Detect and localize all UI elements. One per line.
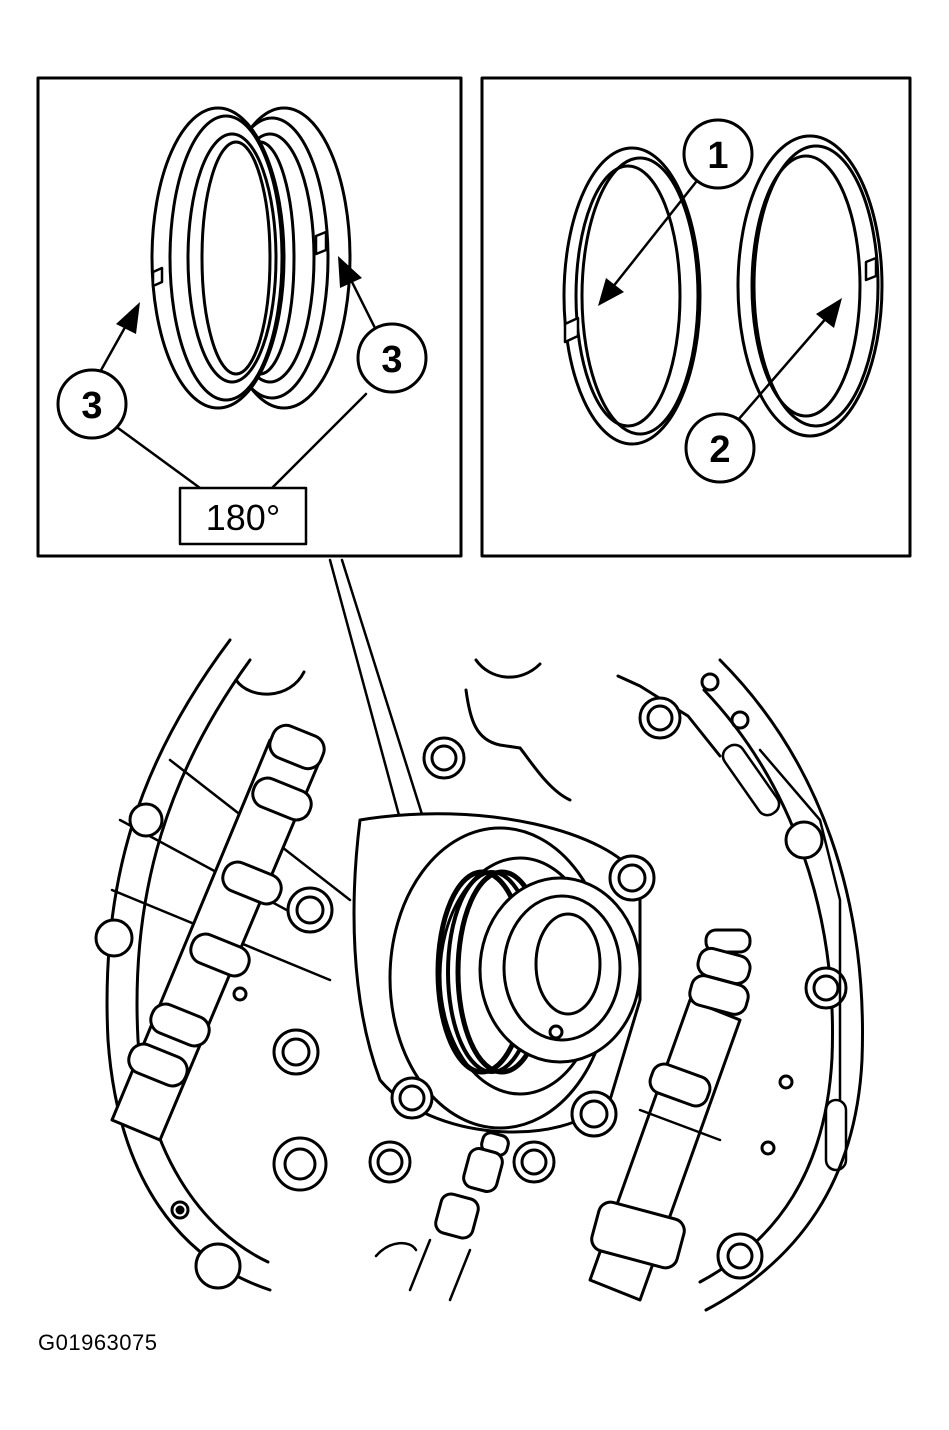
seal-ring-1	[562, 146, 702, 446]
angle-label: 180°	[206, 497, 280, 538]
callout-1-label: 1	[707, 135, 728, 177]
left-inset-panel: 3 3 180°	[36, 76, 463, 558]
seal-ring-front	[150, 106, 286, 410]
arrow-right-3	[338, 256, 380, 336]
valve-spool-right	[588, 928, 752, 1302]
valve-spool-left	[110, 723, 326, 1142]
pump-hub	[352, 812, 642, 1134]
ring-gap-right	[314, 230, 328, 256]
arrow-left-3	[98, 302, 140, 374]
arrow-2	[736, 298, 842, 422]
leader-line-left	[116, 426, 202, 490]
plunger-lower	[374, 1131, 510, 1302]
callout-1: 1	[682, 118, 754, 190]
arrow-1	[598, 180, 698, 306]
figure-id: G01963075	[38, 1330, 158, 1355]
callout-3-right-label: 3	[381, 339, 402, 381]
pump-assembly	[94, 638, 864, 1312]
callout-2-label: 2	[709, 429, 730, 471]
plate-slots	[721, 743, 848, 1172]
leader-line-right	[270, 392, 368, 490]
seal-ring-2	[736, 134, 884, 438]
pump-bolts	[94, 672, 848, 1290]
callout-2: 2	[684, 412, 756, 484]
callout-3-left: 3	[56, 368, 128, 440]
right-inset-panel: 1 2	[480, 76, 912, 558]
callout-3-right: 3	[356, 322, 428, 394]
callout-3-left-label: 3	[81, 385, 102, 427]
angle-label-box: 180°	[178, 486, 308, 546]
